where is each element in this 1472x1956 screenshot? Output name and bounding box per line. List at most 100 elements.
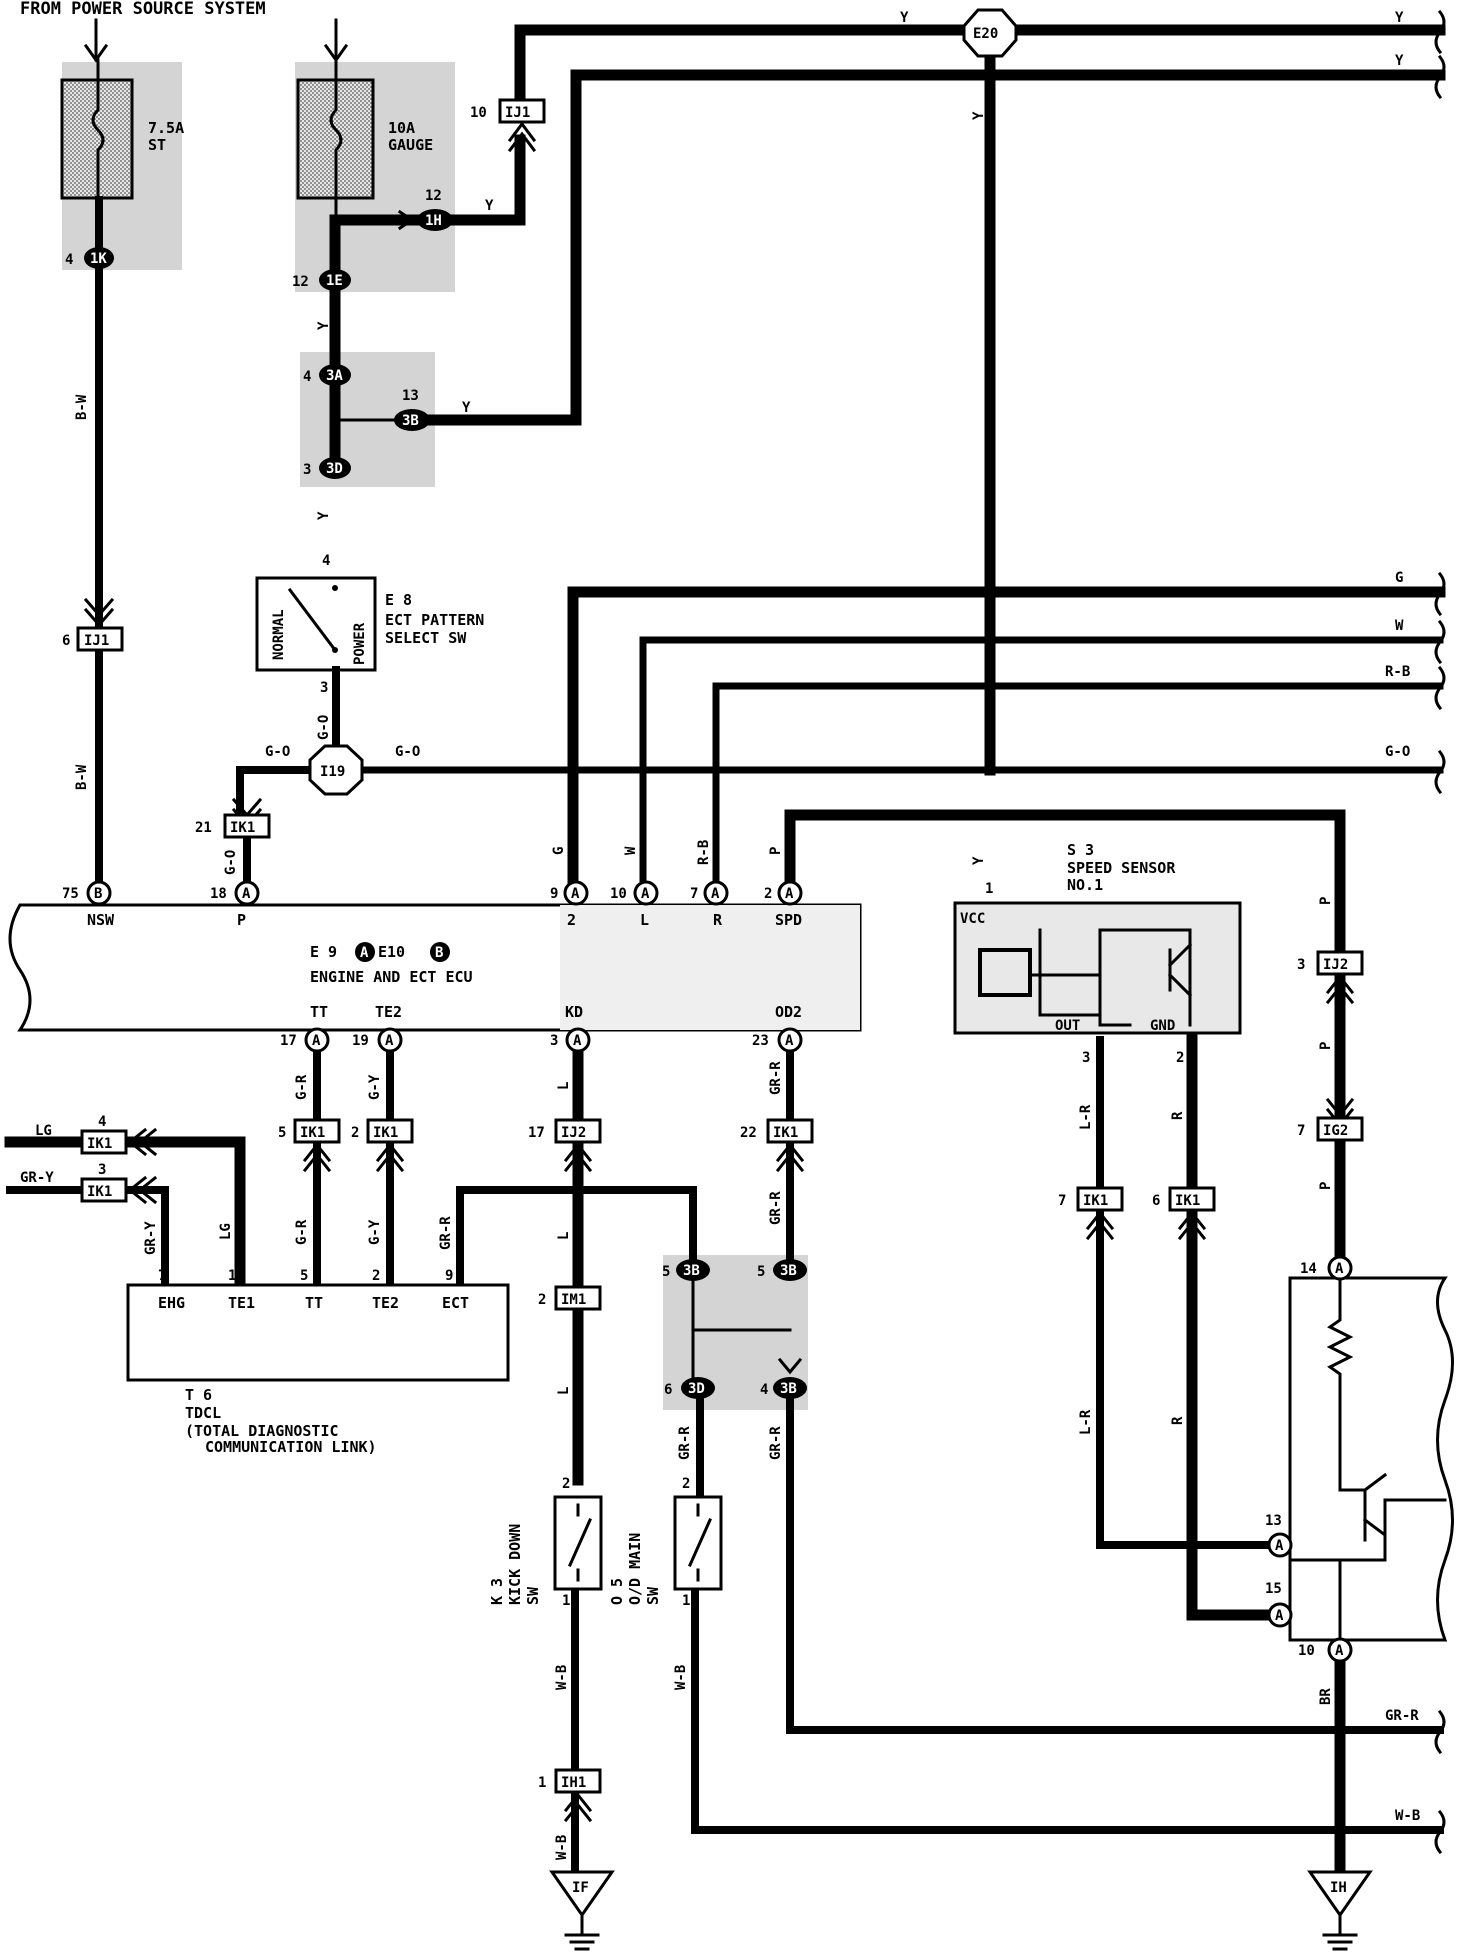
connector-ik1-gry: IK1 3 (80, 1162, 158, 1205)
svg-text:COMMUNICATION LINK): COMMUNICATION LINK) (205, 1438, 377, 1456)
svg-text:10: 10 (610, 886, 627, 902)
svg-text:A: A (571, 886, 580, 902)
fuse-st: 7.5A ST (60, 58, 184, 202)
svg-text:S 3: S 3 (1067, 841, 1094, 859)
svg-text:A: A (385, 1033, 394, 1049)
ecu-pin-10-right: A 10 (1298, 1637, 1353, 1663)
connector-ik1-te2: IK1 2 (351, 1118, 414, 1173)
wire-label-y-1h: Y (485, 198, 494, 214)
ecu-pin-9: A 9 (550, 880, 589, 906)
svg-text:SW: SW (644, 1586, 662, 1605)
svg-text:OD2: OD2 (775, 1003, 802, 1021)
wire-label-gy-1: G-Y (367, 1074, 383, 1100)
svg-text:3B: 3B (683, 1263, 700, 1279)
wire-label-wb-1: W-B (554, 1665, 570, 1690)
svg-text:3B: 3B (780, 1263, 797, 1279)
wire-label-p-1: P (1318, 897, 1334, 905)
svg-text:IJ1: IJ1 (84, 633, 109, 649)
connector-3b-top: 3B 13 (334, 388, 430, 431)
connector-3a: 3A 4 (303, 364, 351, 386)
svg-text:4: 4 (760, 1382, 768, 1398)
wire-label-go-1: G-O (265, 744, 290, 760)
wire-label-bw-2: B-W (74, 764, 90, 790)
svg-text:15: 15 (1265, 1581, 1282, 1597)
svg-text:1: 1 (562, 1593, 570, 1609)
connector-3b-od2: 3B 5 (757, 1259, 807, 1281)
svg-text:GAUGE: GAUGE (388, 136, 433, 154)
wire-label-gry-v: GR-Y (143, 1221, 159, 1255)
svg-text:NO.1: NO.1 (1067, 876, 1103, 894)
svg-text:E 8: E 8 (385, 591, 412, 609)
svg-text:A: A (360, 945, 369, 961)
tdcl-connector: 7 1 5 2 9 EHG TE1 TT TE2 ECT T 6 TDCL (T… (126, 1268, 510, 1456)
wire-label-grr-od: GR-R (677, 1426, 693, 1460)
svg-text:T 6: T 6 (185, 1386, 212, 1404)
ecu-right-section (1288, 1273, 1454, 1642)
svg-text:21: 21 (195, 820, 212, 836)
wire-label-y-e20: Y (971, 111, 987, 120)
svg-text:KICK DOWN: KICK DOWN (506, 1524, 524, 1605)
svg-text:GND: GND (1150, 1018, 1175, 1034)
wire-label-br: BR (1318, 1688, 1334, 1705)
svg-text:B: B (435, 945, 443, 961)
svg-text:3B: 3B (402, 413, 419, 429)
wire-label-w: W (1395, 618, 1404, 634)
wire-label-grr-r: GR-R (1385, 1708, 1419, 1724)
ecu-pin-15: A 15 (1265, 1581, 1293, 1628)
connector-ig2: IG2 7 (1297, 1097, 1364, 1142)
wire-label-bw-1: B-W (74, 394, 90, 420)
svg-text:A: A (641, 886, 650, 902)
svg-text:POWER: POWER (352, 622, 368, 665)
svg-text:10: 10 (470, 105, 487, 121)
wire-label-grr-1: GR-R (768, 1061, 784, 1095)
wire-label-go-3: G-O (316, 715, 332, 740)
wire-label-r-1: R (1170, 1111, 1186, 1120)
svg-text:3: 3 (303, 462, 311, 478)
svg-text:3: 3 (98, 1162, 106, 1178)
wire-label-grr-2: GR-R (768, 1191, 784, 1225)
svg-text:3: 3 (320, 680, 328, 696)
wire-label-g: G (1395, 570, 1403, 586)
svg-text:2: 2 (682, 1476, 690, 1492)
wire-label-g-v: G (551, 847, 567, 855)
wire-label-lg-v: LG (218, 1223, 234, 1240)
svg-text:7.5A: 7.5A (148, 119, 184, 137)
svg-text:6: 6 (1152, 1193, 1160, 1209)
connector-1h: 1H 12 (334, 188, 453, 231)
svg-text:TE1: TE1 (228, 1294, 255, 1312)
svg-text:17: 17 (528, 1125, 545, 1141)
connector-ij1-top: IJ1 10 (470, 98, 546, 153)
svg-text:12: 12 (292, 274, 309, 290)
svg-text:SPD: SPD (775, 911, 802, 929)
svg-text:IH: IH (1330, 1880, 1347, 1896)
svg-text:1H: 1H (425, 213, 442, 229)
svg-text:SW: SW (524, 1586, 542, 1605)
svg-text:14: 14 (1300, 1261, 1317, 1277)
svg-text:75: 75 (62, 886, 79, 902)
svg-text:NORMAL: NORMAL (271, 609, 287, 660)
connector-3b-ect: 3B 5 (662, 1259, 710, 1281)
svg-text:23: 23 (752, 1033, 769, 1049)
svg-text:E 9: E 9 (310, 943, 337, 961)
svg-text:A: A (785, 1033, 794, 1049)
kick-down-switch: 2 1 K 3 KICK DOWN SW (488, 1476, 603, 1609)
svg-text:TT: TT (305, 1294, 323, 1312)
connector-3b-low: 3B 4 (760, 1357, 807, 1399)
svg-text:17: 17 (280, 1033, 297, 1049)
svg-text:O 5: O 5 (608, 1578, 626, 1605)
od-main-switch: 2 1 O 5 O/D MAIN SW (608, 1476, 723, 1609)
connector-ik1-gnd: IK1 6 (1152, 1186, 1216, 1241)
ecu-pin-18: A 18 (210, 880, 260, 906)
svg-text:7: 7 (158, 1268, 166, 1284)
wire-label-gry: GR-Y (20, 1170, 54, 1186)
svg-text:2: 2 (1176, 1050, 1184, 1066)
svg-text:IK1: IK1 (373, 1125, 398, 1141)
connector-ik1-tt: IK1 5 (278, 1118, 341, 1173)
svg-text:IK1: IK1 (87, 1136, 112, 1152)
wire-label-wb-r: W-B (1395, 1808, 1420, 1824)
svg-text:A: A (711, 886, 720, 902)
power-source-label: FROM POWER SOURCE SYSTEM (20, 0, 266, 19)
ecu-pin-10: A 10 (610, 880, 659, 906)
svg-text:18: 18 (210, 886, 227, 902)
